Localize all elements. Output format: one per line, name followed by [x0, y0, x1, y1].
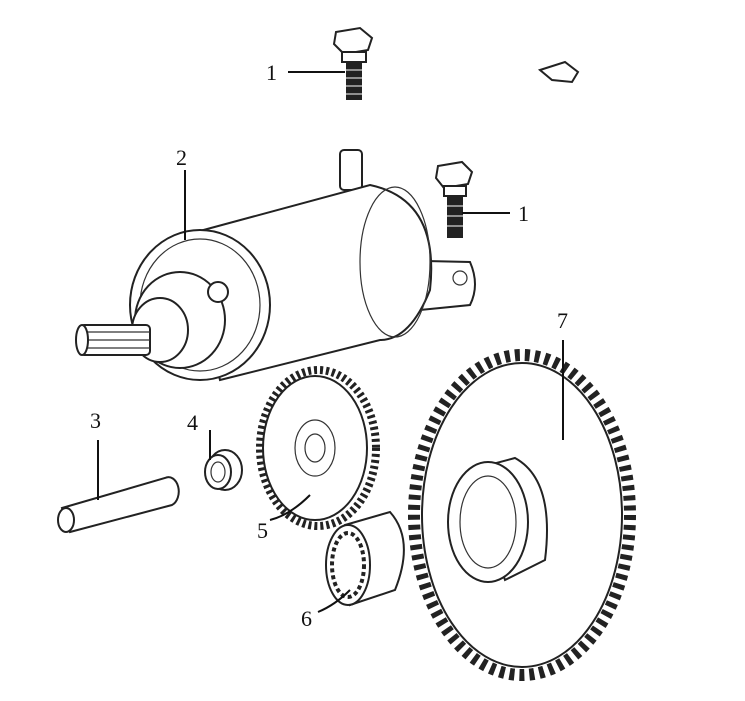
- starter-motor: [75, 183, 476, 382]
- bolt-upper: [332, 26, 374, 100]
- callout-7: 7: [557, 308, 568, 333]
- driven-gear: [408, 349, 636, 681]
- starter-cable: [339, 60, 580, 191]
- shaft: [57, 476, 180, 534]
- callout-2: 2: [176, 145, 187, 170]
- bushing: [204, 449, 243, 491]
- callout-1-right: 1: [518, 201, 529, 226]
- leader-6: [317, 589, 351, 613]
- leader-5: [269, 494, 311, 521]
- idle-gear: [256, 366, 380, 530]
- one-way-clutch: [325, 510, 405, 607]
- bolt-right: [434, 160, 474, 238]
- callout-3: 3: [90, 408, 101, 433]
- callout-5: 5: [257, 518, 268, 543]
- callout-1-upper: 1: [266, 60, 277, 85]
- callout-4: 4: [187, 410, 198, 435]
- callout-6: 6: [301, 606, 312, 631]
